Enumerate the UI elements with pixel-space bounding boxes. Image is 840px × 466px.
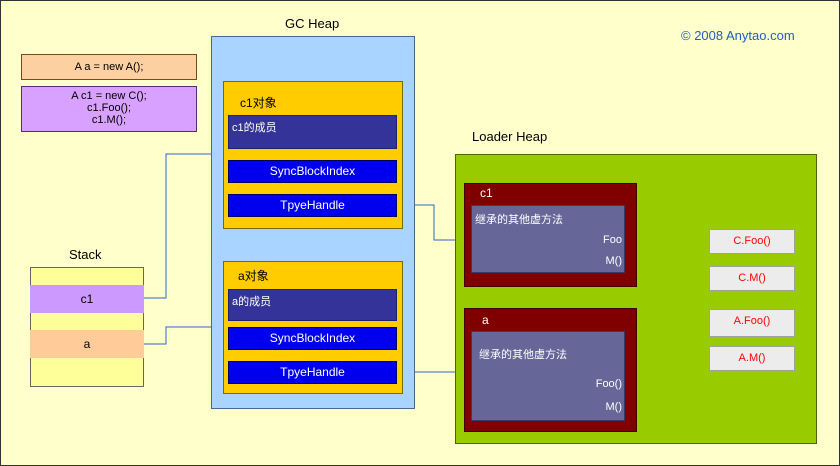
c1-method-table-title: c1 — [480, 186, 493, 200]
gc-heap-title: GC Heap — [285, 16, 340, 31]
method-impl-a-m: A.M() — [709, 346, 795, 371]
code-line: c1.M(); — [91, 114, 127, 126]
c1-inherited-methods: 继承的其他虚方法 — [475, 214, 563, 226]
c1-object-title: c1对象 — [240, 96, 277, 110]
method-impl-a-foo: A.Foo() — [709, 309, 795, 337]
code-snippet-c1: A c1 = new C(); c1.Foo(); c1.M(); — [21, 86, 197, 132]
a-inherited-methods: 继承的其他虚方法 — [479, 349, 567, 361]
a-object-title: a对象 — [238, 269, 269, 283]
a-method-table-title: a — [482, 313, 489, 327]
loader-heap-title: Loader Heap — [472, 129, 548, 144]
code-line: c1.Foo(); — [86, 102, 131, 114]
method-impl-c-foo: C.Foo() — [709, 229, 795, 254]
a-sync-block-index: SyncBlockIndex — [228, 327, 397, 350]
method-impl-c-m: C.M() — [709, 266, 795, 291]
stack-title: Stack — [69, 247, 102, 262]
a-method-foo: Foo() — [595, 378, 622, 390]
c1-type-handle: TpyeHandle — [228, 194, 397, 217]
c1-object-members: c1的成员 — [228, 115, 397, 149]
c1-method-m: M() — [605, 255, 623, 267]
stack-slot-a: a — [30, 330, 144, 358]
c1-method-foo: Foo — [603, 234, 622, 246]
a-type-handle: TpyeHandle — [228, 361, 397, 384]
arrow-c1-to-c1-object — [144, 150, 221, 299]
a-object-members: a的成员 — [228, 289, 397, 321]
c1-sync-block-index: SyncBlockIndex — [228, 160, 397, 183]
code-line: A c1 = new C(); — [71, 90, 147, 102]
arrow-a-to-a-object — [144, 323, 221, 345]
stack-slot-c1: c1 — [30, 285, 144, 313]
a-method-table-slots: 继承的其他虚方法 Foo() M() — [471, 331, 625, 421]
copyright-text: © 2008 Anytao.com — [681, 28, 795, 43]
code-snippet-a: A a = new A(); — [21, 54, 197, 80]
c1-method-table-slots: 继承的其他虚方法 Foo M() — [471, 205, 625, 273]
a-method-m: M() — [605, 401, 623, 413]
arrow-c1-typehandle-to-methodtable — [397, 204, 471, 244]
